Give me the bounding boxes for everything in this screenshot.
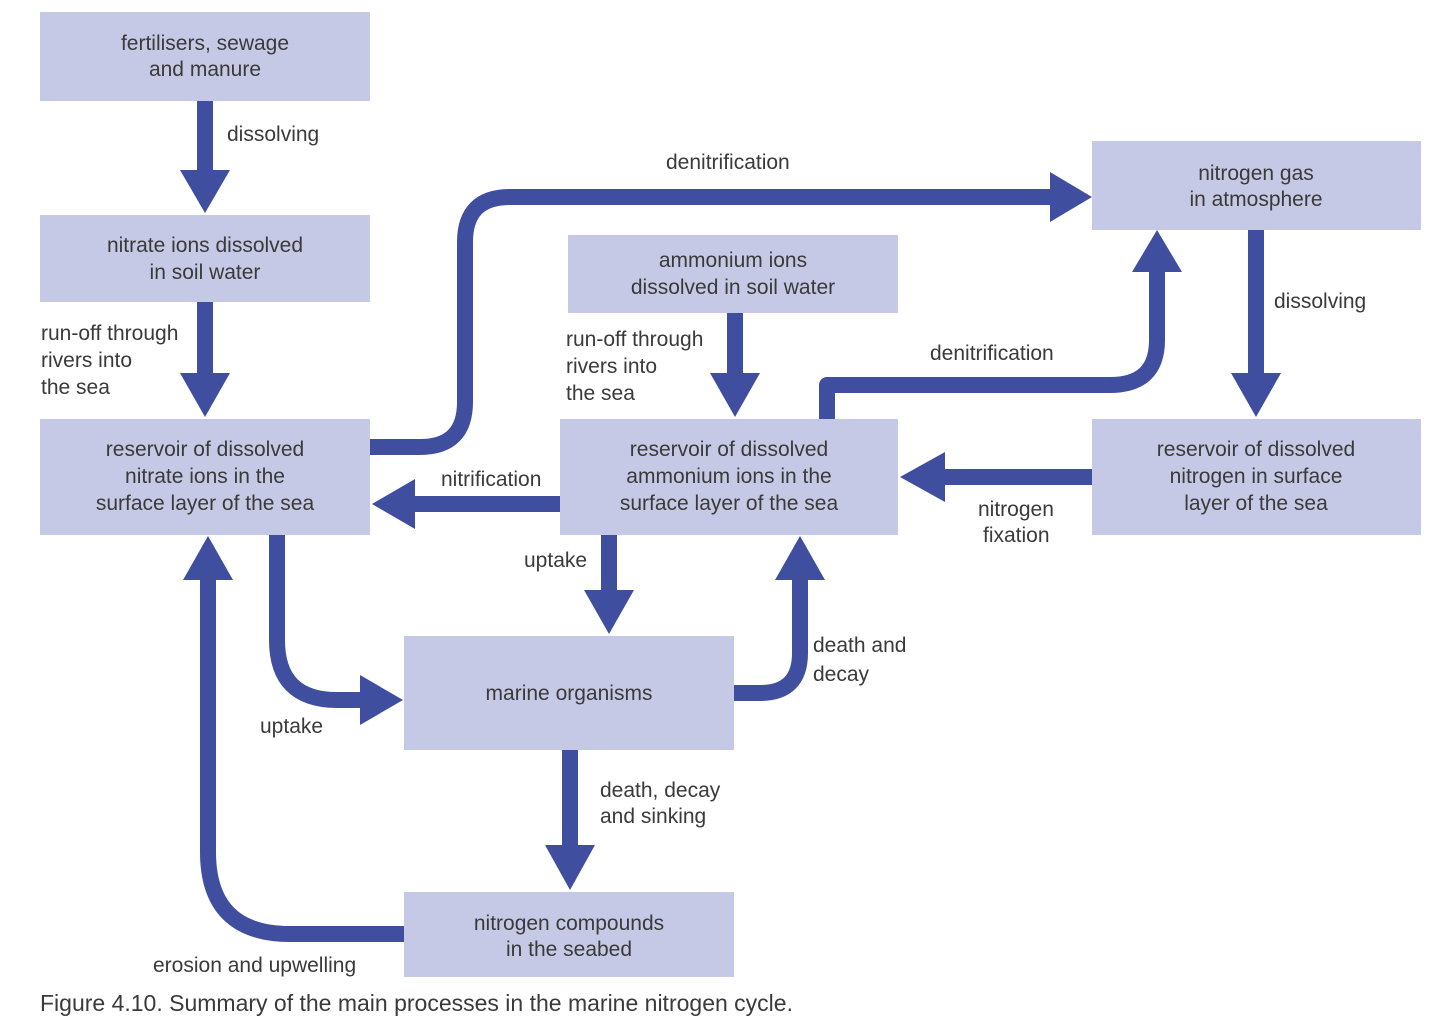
label-death-decay-sinking-line-1: death, decay [600,779,721,802]
label-runoff-2-line-3: the sea [566,382,635,405]
node-nitrate-reservoir-line-3: surface layer of the sea [96,492,315,515]
node-fertilisers-line-2: and manure [149,58,261,81]
node-ammonium-soil: ammonium ions dissolved in soil water [568,235,898,313]
arrows [180,100,1281,942]
node-nitrogen-reservoir-line-3: layer of the sea [1184,492,1328,515]
label-erosion-upwelling: erosion and upwelling [153,954,356,977]
label-uptake-1: uptake [524,549,587,572]
node-ammonium-soil-line-2: dissolved in soil water [631,276,835,299]
arrowhead-uptake-2 [360,675,403,725]
label-nitrification: nitrification [441,468,541,491]
node-nitrogen-gas: nitrogen gas in atmosphere [1092,141,1421,230]
arrow-death-decay [734,575,808,701]
arrow-denitrification-2 [819,268,1165,419]
arrowhead-nitrification [372,479,415,529]
node-seabed-line-1: nitrogen compounds [474,912,664,935]
label-dissolving-1: dissolving [227,123,319,146]
label-nitrogen-fixation-line-1: nitrogen [978,498,1054,521]
node-nitrate-soil: nitrate ions dissolved in soil water [40,215,370,302]
node-nitrate-reservoir-line-2: nitrate ions in the [125,465,285,488]
arrowhead-denitrification-2 [1132,230,1182,272]
node-ammonium-reservoir-line-3: surface layer of the sea [620,492,839,515]
label-runoff-1-line-3: the sea [41,376,110,399]
label-death-decay-sinking-line-2: and sinking [600,805,706,828]
node-nitrate-soil-line-1: nitrate ions dissolved [107,234,303,257]
node-nitrate-soil-line-2: in soil water [150,261,261,284]
node-nitrogen-reservoir-line-1: reservoir of dissolved [1157,438,1355,461]
arrowhead-death-decay-sinking [545,845,595,890]
node-nitrate-reservoir-line-1: reservoir of dissolved [106,438,304,461]
label-nitrogen-fixation-line-2: fixation [983,524,1050,547]
node-seabed: nitrogen compounds in the seabed [404,892,734,977]
arrowhead-runoff-2 [710,373,760,417]
label-runoff-2-line-2: rivers into [566,355,657,378]
label-denitrification-1: denitrification [666,151,790,174]
node-marine-organisms: marine organisms [404,636,734,750]
node-ammonium-soil-line-1: ammonium ions [659,249,807,272]
label-denitrification-2: denitrification [930,342,1054,365]
label-death-decay-line-2: decay [813,663,870,686]
arrowhead-death-decay [775,536,825,580]
node-nitrate-reservoir: reservoir of dissolved nitrate ions in t… [40,419,370,535]
node-nitrogen-reservoir-line-2: nitrogen in surface [1170,465,1343,488]
label-dissolving-2: dissolving [1274,290,1366,313]
arrowhead-dissolving-2 [1231,373,1281,417]
arrowhead-nitrogen-fixation [900,452,945,502]
arrowhead-denitrification-1 [1050,172,1092,222]
node-fertilisers-line-1: fertilisers, sewage [121,32,289,55]
label-runoff-1-line-1: run-off through [41,322,178,345]
node-nitrogen-gas-line-2: in atmosphere [1189,188,1322,211]
arrowhead-erosion-upwelling [183,536,233,580]
label-runoff-2-line-1: run-off through [566,328,703,351]
node-ammonium-reservoir-line-1: reservoir of dissolved [630,438,828,461]
figure-caption: Figure 4.10. Summary of the main process… [40,990,793,1016]
label-uptake-2: uptake [260,715,323,738]
label-runoff-1-line-2: rivers into [41,349,132,372]
arrowhead-uptake-1 [584,590,634,634]
node-fertilisers: fertilisers, sewage and manure [40,12,370,101]
label-death-decay-line-1: death and [813,634,906,657]
node-nitrogen-reservoir: reservoir of dissolved nitrogen in surfa… [1092,419,1421,535]
node-marine-organisms-line-1: marine organisms [486,682,653,705]
node-ammonium-reservoir: reservoir of dissolved ammonium ions in … [560,419,898,535]
arrow-erosion-upwelling [200,575,404,942]
node-nitrogen-gas-line-1: nitrogen gas [1198,162,1314,185]
arrowhead-runoff-1 [180,373,230,417]
arrow-denitrification-1 [370,189,1055,455]
node-seabed-line-2: in the seabed [506,938,632,961]
arrow-uptake-2 [269,535,365,708]
edge-labels: dissolving run-off through rivers into t… [41,123,1366,977]
node-ammonium-reservoir-line-2: ammonium ions in the [626,465,831,488]
arrowhead-dissolving-1 [180,170,230,213]
